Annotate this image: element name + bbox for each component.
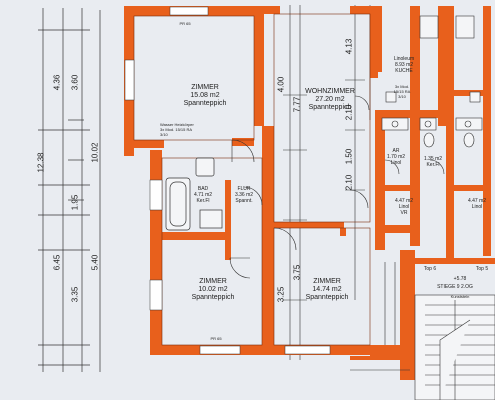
dim-wall-h: 2.10 [344,174,354,191]
kueche-floor: Linoleum [393,56,415,62]
wohnzimmer-area: 27.20 m2 [315,96,345,103]
heater-note: Wasser Heizkörper 3x Mod. 15/15 RA 3/10 [160,122,194,137]
dim-c: 6.45 [52,254,62,271]
staircase [414,294,495,400]
zimmer-mid-name: ZIMMER [313,278,341,285]
bad-floor: Ker.Fl [196,198,210,204]
bad-name: BAD [197,186,209,192]
stair-top-right: Top 5 [475,266,489,272]
flur-label: FLUR 3.36 m2 Spannt. [226,186,262,204]
ar-area: 1.70 m2 [386,154,406,160]
ar-label: AR 1.70 m2 Linol [384,148,408,166]
ar-name: AR [392,148,400,154]
pr-note-bottom: PR 65 [210,336,222,341]
windows [124,6,331,355]
vr-area: 4.47 m2 [394,198,414,204]
kueche-name: KUCHE [395,68,413,74]
dim-d: 3.35 [70,286,80,303]
dim-total: 12.38 [36,152,46,173]
kitchen-fixtures [381,15,483,131]
vr-floor: Linol [398,204,410,210]
bath-fixtures [165,157,223,231]
zimmer-mid-label: ZIMMER 14.74 m2 Spannteppich [292,278,362,302]
flur-area: 3.36 m2 [234,192,254,198]
vr-label: 4.47 m2 Linol VR [384,198,424,216]
zimmer-bottom-label: ZIMMER 10.02 m2 Spannteppich [178,278,248,302]
stair-name: STIEGE 9 [437,284,460,290]
flur-floor: Spannt. [235,198,253,204]
vr-right-floor: Linol [471,204,483,210]
ar-floor: Linol [390,160,402,166]
bad-label: BAD 4.71 m2 Ker.Fl [188,186,218,204]
dim-wall-f: 2.10 [344,104,354,121]
dim-wall-e: 3.25 [276,286,286,303]
wohnzimmer-name: WOHNZIMMER [305,88,355,95]
kueche-label: Linoleum 8.93 m2 KUCHE [384,56,424,74]
dim-wall-d: 3.75 [292,264,302,281]
zimmer-bottom-name: ZIMMER [199,278,227,285]
dim-f: 1.95 [70,194,80,211]
wc-floor: Ker.Fl [426,162,440,168]
zimmer-mid-floor: Spannteppich [305,294,349,301]
bad-area: 4.71 m2 [193,192,213,198]
wohnzimmer-floor: Spannteppich [308,104,352,111]
door-swings [229,95,445,279]
dim-b: 3.60 [70,74,80,91]
vr-right-area: 4.47 m2 [467,198,487,204]
wc-label: 1.35 m2 Ker.Fl [420,156,446,168]
flur-name: FLUR [237,186,251,192]
dim-wall-c: 4.13 [344,38,354,55]
dim-e: 5.40 [90,254,100,271]
boundary-lines [350,262,410,371]
kueche-area: 8.93 m2 [394,62,414,68]
vr-right-label: 4.47 m2 Linol [462,198,492,210]
pr-note-top: PR 65 [179,21,191,26]
wc-area: 1.35 m2 [423,156,443,162]
zimmer-mid-area: 14.74 m2 [312,286,342,293]
stair-floor: 2.OG [460,284,473,290]
stair-height: +5.78 [453,276,467,282]
dim-wall-b: 7.77 [292,96,302,113]
wohnzimmer-label: WOHNZIMMER 27.20 m2 Spannteppich [300,88,360,112]
zimmer-bottom-area: 10.02 m2 [198,286,228,293]
stair-top-left: Top 6 [423,266,437,272]
left-dimension-lines [38,8,101,372]
radiator-note: 3x Mod. 15/15 RA 3/10 [393,84,411,99]
vr-name: VR [400,210,408,216]
zimmer-bottom-floor: Spannteppich [191,294,235,301]
stair-material: Kunststein [450,294,470,299]
dim-g: 10.02 [90,142,100,163]
dim-wall-a: 4.00 [276,76,286,93]
zimmer-top-name: ZIMMER [191,84,219,91]
zimmer-top-area: 15.08 m2 [190,92,220,99]
zimmer-top-floor: Spannteppich [183,100,227,107]
zimmer-top-label: ZIMMER 15.08 m2 Spannteppich [170,84,240,108]
dim-a: 4.36 [52,74,62,91]
stair-name-row: STIEGE 9 2.OG [420,284,490,290]
wc-fixtures [423,132,475,148]
